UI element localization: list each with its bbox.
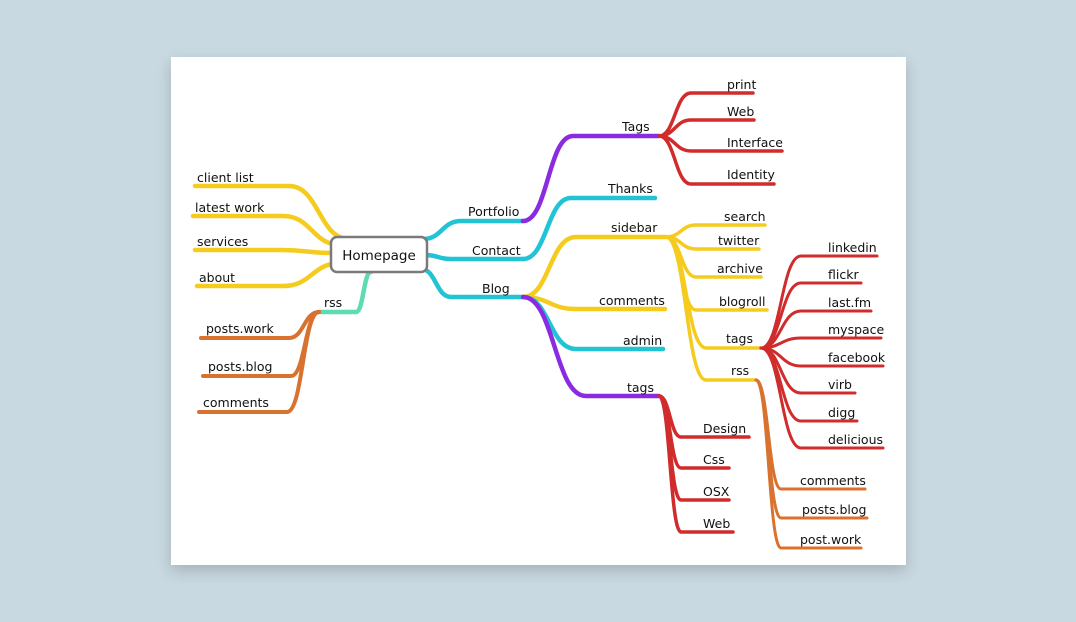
edge-blog-tags bbox=[520, 294, 662, 399]
node-web-blog[interactable]: Web bbox=[703, 516, 730, 531]
node-thanks[interactable]: Thanks bbox=[607, 181, 653, 196]
edge-tags-portfolio bbox=[520, 133, 662, 224]
node-rss-comments[interactable]: comments bbox=[800, 473, 866, 488]
edge-delicious bbox=[759, 346, 885, 450]
node-interface[interactable]: Interface bbox=[727, 135, 783, 150]
edge-rss-post-work bbox=[754, 378, 863, 550]
node-left-comments[interactable]: comments bbox=[203, 395, 269, 410]
node-sidebar[interactable]: sidebar bbox=[611, 220, 658, 235]
node-facebook[interactable]: facebook bbox=[828, 350, 886, 365]
node-archive[interactable]: archive bbox=[717, 261, 763, 276]
node-sidebar-tags[interactable]: tags bbox=[726, 331, 753, 346]
mindmap-canvas: Homepage client list latest work service… bbox=[190, 77, 886, 550]
node-linkedin[interactable]: linkedin bbox=[828, 240, 877, 255]
node-rss-post-work[interactable]: post.work bbox=[800, 532, 862, 547]
edge-web-blog bbox=[657, 394, 735, 534]
node-delicious[interactable]: delicious bbox=[828, 432, 883, 447]
edge-contact bbox=[422, 252, 526, 262]
node-lastfm[interactable]: last.fm bbox=[828, 295, 871, 310]
edge-left-comments bbox=[197, 310, 321, 414]
node-search[interactable]: search bbox=[724, 209, 766, 224]
node-virb[interactable]: virb bbox=[828, 377, 852, 392]
edge-sidebar bbox=[520, 234, 669, 300]
node-client-list[interactable]: client list bbox=[197, 170, 254, 185]
node-blog[interactable]: Blog bbox=[482, 281, 510, 296]
mindmap-card: Homepage client list latest work service… bbox=[171, 57, 906, 565]
node-services[interactable]: services bbox=[197, 234, 248, 249]
node-posts-work[interactable]: posts.work bbox=[206, 321, 274, 336]
node-print[interactable]: print bbox=[727, 77, 756, 92]
node-css[interactable]: Css bbox=[703, 452, 725, 467]
root-node-box[interactable] bbox=[329, 235, 429, 274]
node-portfolio[interactable]: Portfolio bbox=[468, 204, 519, 219]
node-admin[interactable]: admin bbox=[623, 333, 662, 348]
mindmap-connectors bbox=[190, 91, 885, 550]
edge-identity bbox=[657, 134, 776, 186]
edge-portfolio bbox=[420, 218, 526, 242]
edge-myspace bbox=[759, 336, 883, 350]
node-tags-portfolio[interactable]: Tags bbox=[621, 119, 650, 134]
node-osx[interactable]: OSX bbox=[703, 484, 730, 499]
edge-sidebar-rss bbox=[664, 235, 758, 382]
mindmap-labels: Homepage client list latest work service… bbox=[195, 77, 886, 547]
node-latest-work[interactable]: latest work bbox=[195, 200, 265, 215]
node-contact[interactable]: Contact bbox=[472, 243, 521, 258]
edge-left-rss bbox=[316, 269, 374, 315]
node-identity[interactable]: Identity bbox=[727, 167, 776, 182]
node-web-portfolio[interactable]: Web bbox=[727, 104, 754, 119]
node-twitter[interactable]: twitter bbox=[718, 233, 760, 248]
node-blog-tags[interactable]: tags bbox=[627, 380, 654, 395]
node-myspace[interactable]: myspace bbox=[828, 322, 885, 337]
node-digg[interactable]: digg bbox=[828, 405, 855, 420]
node-left-rss[interactable]: rss bbox=[324, 295, 342, 310]
node-rss-posts-blog[interactable]: posts.blog bbox=[802, 502, 866, 517]
node-blog-comments[interactable]: comments bbox=[599, 293, 665, 308]
edge-services bbox=[192, 247, 336, 256]
node-design[interactable]: Design bbox=[703, 421, 746, 436]
node-about[interactable]: about bbox=[199, 270, 235, 285]
edge-thanks bbox=[520, 195, 658, 262]
root-node-label[interactable]: Homepage bbox=[342, 248, 416, 264]
node-flickr[interactable]: flickr bbox=[828, 267, 859, 282]
node-posts-blog[interactable]: posts.blog bbox=[208, 359, 272, 374]
node-sidebar-rss[interactable]: rss bbox=[731, 363, 749, 378]
node-blogroll[interactable]: blogroll bbox=[719, 294, 765, 309]
